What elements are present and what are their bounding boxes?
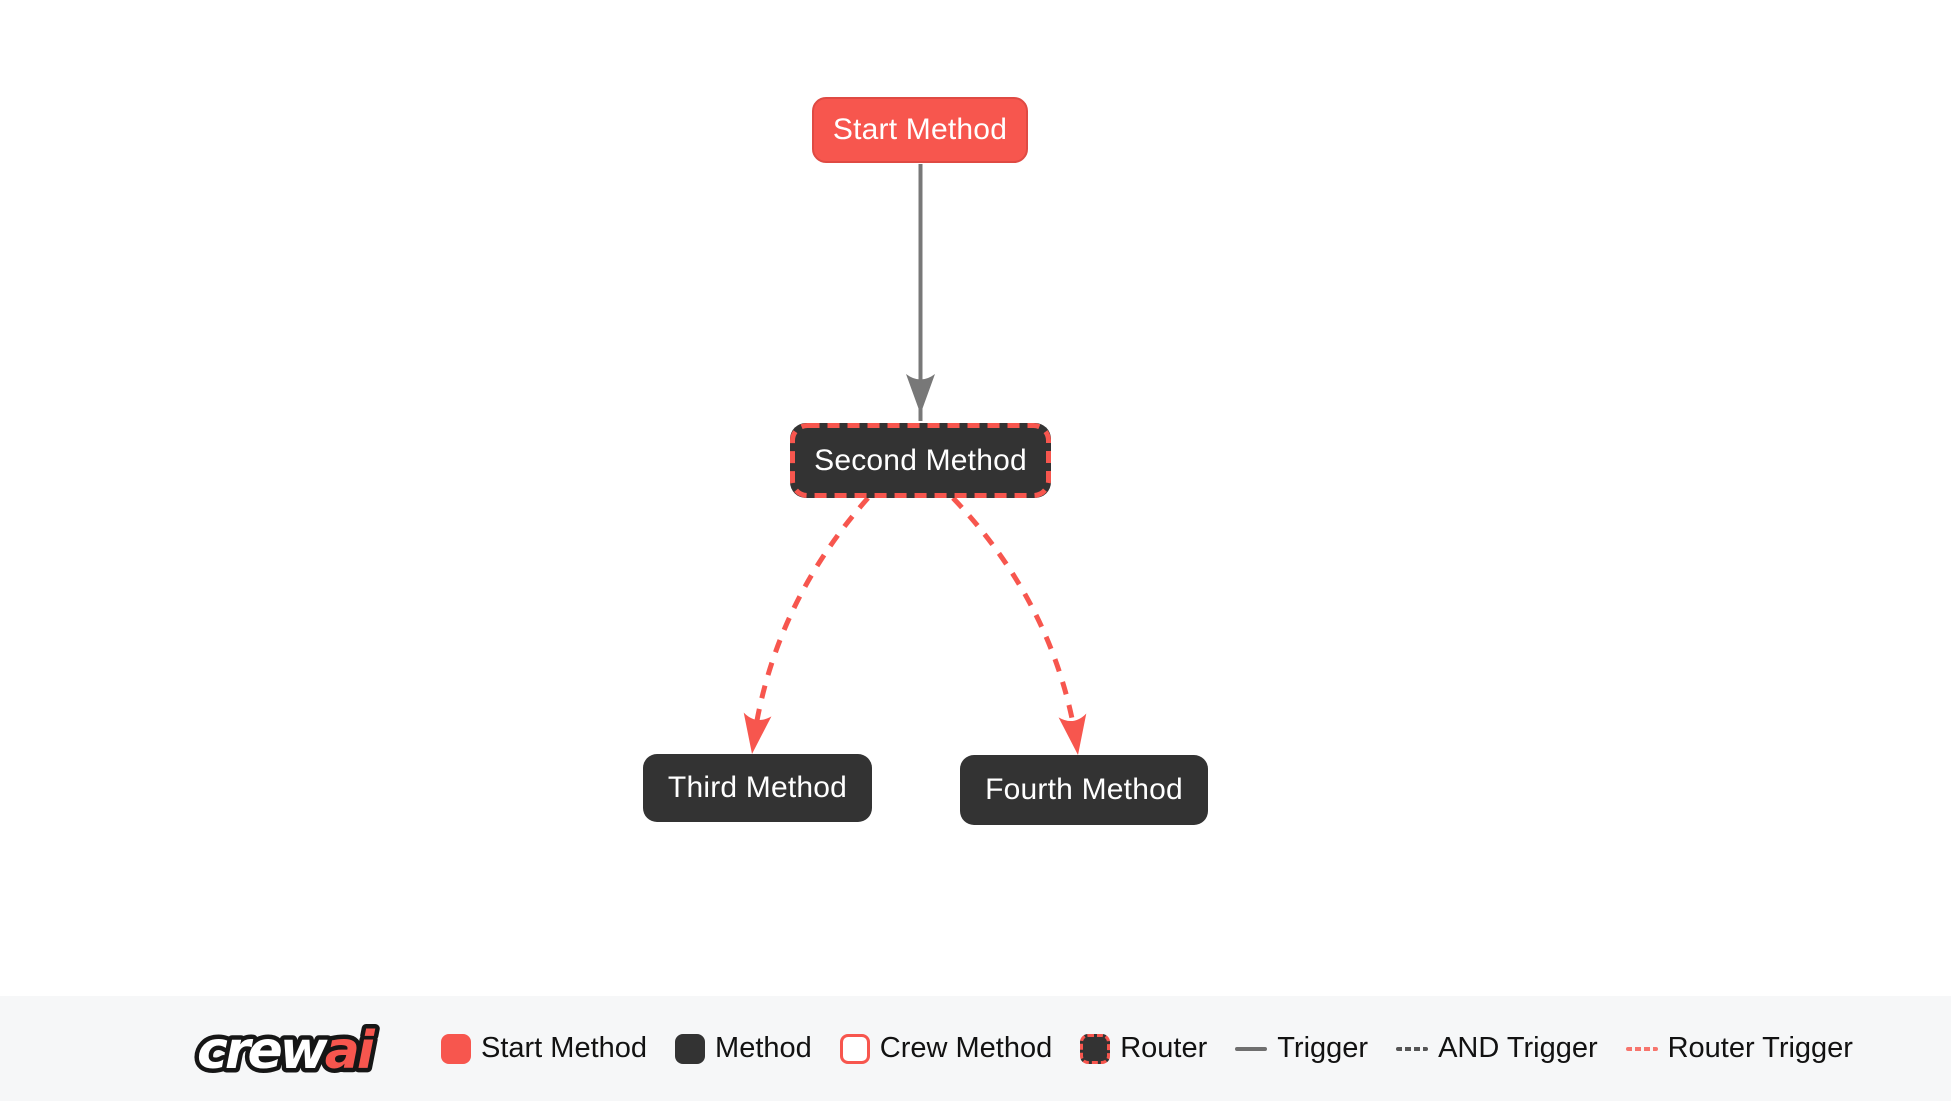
node-second-method[interactable]: Second Method	[790, 423, 1051, 498]
flow-canvas[interactable]: Start Method Second Method Third Method …	[0, 0, 1951, 996]
logo-ai-text: ai	[325, 1021, 376, 1081]
legend-item-trigger: Trigger	[1235, 1032, 1368, 1065]
legend-label-start-method: Start Method	[481, 1032, 648, 1064]
node-third-method-label: Third Method	[667, 771, 848, 804]
router-dashed-border	[790, 423, 1051, 498]
node-start-method[interactable]: Start Method	[812, 97, 1028, 163]
router-swatch	[1080, 1033, 1111, 1064]
legend-label-router-trigger: Router Trigger	[1667, 1032, 1853, 1064]
method-swatch	[675, 1033, 706, 1064]
node-third-method[interactable]: Third Method	[643, 754, 872, 822]
legend-item-and-trigger: AND Trigger	[1396, 1032, 1598, 1065]
start-method-swatch	[441, 1033, 471, 1064]
legend-bar: crewai Start Method Method Crew Method R…	[0, 996, 1951, 1101]
edges-layer	[738, 164, 1092, 757]
legend-label-crew-method: Crew Method	[879, 1032, 1053, 1064]
node-second-method-label: Second Method	[814, 443, 1027, 477]
crewai-logo: crewai	[193, 1016, 383, 1085]
edge-trigger-start-to-second[interactable]	[906, 164, 935, 421]
logo-crew-text: crew	[197, 1021, 329, 1081]
arrowhead-trigger	[906, 374, 935, 414]
legend-item-start-method: Start Method	[441, 1032, 647, 1065]
edge-router-trigger-second-to-third[interactable]	[738, 496, 870, 756]
legend-item-crew-method: Crew Method	[839, 1032, 1053, 1065]
legend-item-router-trigger: Router Trigger	[1625, 1032, 1853, 1065]
legend-item-router: Router	[1080, 1032, 1207, 1065]
edge-router-trigger-second-to-fourth[interactable]	[951, 496, 1092, 757]
arrowhead-router-trigger-right	[1058, 713, 1087, 755]
node-start-method-label: Start Method	[832, 113, 1008, 146]
svg-text:crewai: crewai	[197, 1021, 376, 1081]
node-fourth-method-label: Fourth Method	[985, 773, 1183, 806]
crew-method-swatch	[839, 1033, 870, 1064]
arrowhead-router-trigger-left	[743, 712, 772, 754]
legend-label-router: Router	[1120, 1032, 1208, 1064]
trigger-line-swatch	[1235, 1046, 1268, 1051]
router-trigger-line-swatch	[1625, 1046, 1658, 1051]
and-trigger-line-swatch	[1396, 1046, 1429, 1051]
legend-label-method: Method	[715, 1032, 812, 1064]
legend-item-method: Method	[675, 1032, 812, 1065]
legend-label-and-trigger: AND Trigger	[1438, 1032, 1598, 1064]
node-fourth-method[interactable]: Fourth Method	[960, 755, 1208, 825]
legend-label-trigger: Trigger	[1277, 1032, 1369, 1064]
